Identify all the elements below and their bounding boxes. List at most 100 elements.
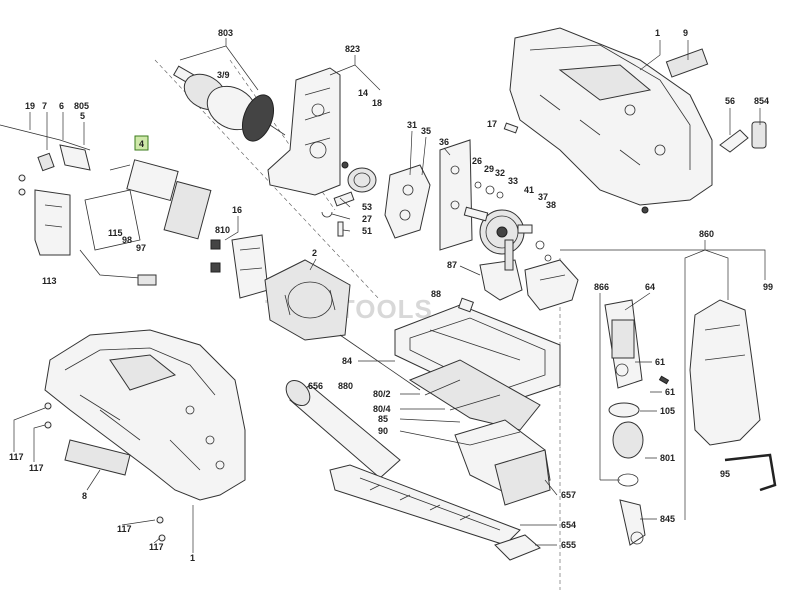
small-parts-26-29 bbox=[474, 181, 552, 262]
label-90: 90 bbox=[378, 426, 388, 436]
part-88 bbox=[458, 297, 474, 313]
base-plate-880 bbox=[408, 359, 541, 431]
label-1-top: 1 bbox=[655, 28, 660, 38]
label-32: 32 bbox=[495, 168, 505, 178]
label-33: 33 bbox=[508, 176, 518, 186]
label-88: 88 bbox=[431, 289, 441, 299]
cover-guard bbox=[689, 299, 761, 446]
label-29: 29 bbox=[484, 164, 494, 174]
label-810: 810 bbox=[215, 225, 230, 235]
assembly-guide-line bbox=[229, 59, 336, 211]
label-16: 16 bbox=[232, 205, 242, 215]
label-36: 36 bbox=[439, 137, 449, 147]
leader-line bbox=[179, 38, 259, 91]
guide-plate-36 bbox=[439, 139, 473, 251]
power-cable bbox=[0, 124, 91, 196]
label-866: 866 bbox=[594, 282, 609, 292]
label-6: 6 bbox=[59, 101, 64, 111]
label-7: 7 bbox=[42, 101, 47, 111]
leader-line bbox=[329, 55, 381, 91]
label-113: 113 bbox=[42, 276, 57, 286]
label-823: 823 bbox=[345, 44, 360, 54]
label-61-upper: 61 bbox=[655, 357, 665, 367]
screws-117 bbox=[44, 402, 166, 542]
label-51: 51 bbox=[362, 226, 372, 236]
label-657: 657 bbox=[561, 490, 576, 500]
label-17: 17 bbox=[487, 119, 497, 129]
label-8: 8 bbox=[82, 491, 87, 501]
housing-half-left bbox=[44, 329, 246, 501]
dust-hose bbox=[285, 379, 401, 479]
label-19: 19 bbox=[25, 101, 35, 111]
wire-bow-95 bbox=[724, 453, 777, 492]
lever-assembly bbox=[524, 259, 579, 311]
label-117-a: 117 bbox=[9, 452, 24, 462]
label-805: 805 bbox=[74, 101, 89, 111]
highlight-label: 4 bbox=[139, 139, 144, 149]
part-number-labels: 803 3/9 823 14 18 1 9 56 854 17 19 7 6 8… bbox=[9, 28, 773, 563]
label-656: 656 bbox=[308, 381, 323, 391]
label-56: 56 bbox=[725, 96, 735, 106]
label-41: 41 bbox=[524, 185, 534, 195]
label-64: 64 bbox=[645, 282, 655, 292]
label-27: 27 bbox=[362, 214, 372, 224]
label-87: 87 bbox=[447, 260, 457, 270]
electronics-113 bbox=[34, 189, 71, 256]
main-housing bbox=[509, 27, 713, 206]
roller-87 bbox=[479, 239, 523, 301]
label-98: 98 bbox=[122, 235, 132, 245]
label-18: 18 bbox=[372, 98, 382, 108]
label-1-bottom: 1 bbox=[190, 553, 195, 563]
highlight-marker bbox=[134, 135, 149, 151]
main-gear-33 bbox=[463, 206, 525, 255]
marker-x-icon bbox=[641, 206, 649, 214]
label-plate bbox=[665, 48, 709, 78]
label-38: 38 bbox=[546, 200, 556, 210]
label-80-4: 80/4 bbox=[373, 404, 391, 414]
label-95: 95 bbox=[720, 469, 730, 479]
label-860: 860 bbox=[699, 229, 714, 239]
label-2: 2 bbox=[312, 248, 317, 258]
marker-x-icon bbox=[341, 161, 349, 169]
wiring-97 bbox=[79, 249, 157, 286]
label-880: 880 bbox=[338, 381, 353, 391]
label-35: 35 bbox=[421, 126, 431, 136]
label-801: 801 bbox=[660, 453, 675, 463]
label-53: 53 bbox=[362, 202, 372, 212]
label-115: 115 bbox=[108, 228, 123, 238]
label-80-2: 80/2 bbox=[373, 389, 391, 399]
label-plate-8 bbox=[64, 439, 131, 476]
field-coil bbox=[264, 259, 351, 341]
label-14: 14 bbox=[358, 88, 368, 98]
pin-17 bbox=[503, 122, 519, 134]
label-854: 854 bbox=[754, 96, 769, 106]
carbon-brushes bbox=[210, 234, 269, 299]
label-85: 85 bbox=[378, 414, 388, 424]
part-655 bbox=[494, 534, 541, 561]
label-99: 99 bbox=[763, 282, 773, 292]
label-117-d: 117 bbox=[149, 542, 164, 552]
lever-parts bbox=[719, 121, 767, 153]
base-plate-654 bbox=[329, 464, 521, 546]
part-657 bbox=[494, 449, 551, 506]
label-97: 97 bbox=[136, 243, 146, 253]
label-117-c: 117 bbox=[117, 524, 132, 534]
blade-clamp-assembly bbox=[604, 299, 670, 546]
assembly-guide-line bbox=[154, 59, 381, 301]
label-37: 37 bbox=[538, 192, 548, 202]
label-26: 26 bbox=[472, 156, 482, 166]
label-61-lower: 61 bbox=[665, 387, 675, 397]
label-31: 31 bbox=[407, 120, 417, 130]
armature bbox=[173, 65, 286, 142]
label-105: 105 bbox=[660, 406, 675, 416]
gear-plate-31 bbox=[384, 164, 431, 239]
label-117-b: 117 bbox=[29, 463, 44, 473]
switch-module bbox=[84, 159, 212, 251]
bearing-housing bbox=[267, 67, 341, 196]
label-84: 84 bbox=[342, 356, 352, 366]
leader-lines bbox=[13, 40, 766, 553]
label-5: 5 bbox=[80, 111, 85, 121]
label-3-9: 3/9 bbox=[217, 70, 230, 80]
